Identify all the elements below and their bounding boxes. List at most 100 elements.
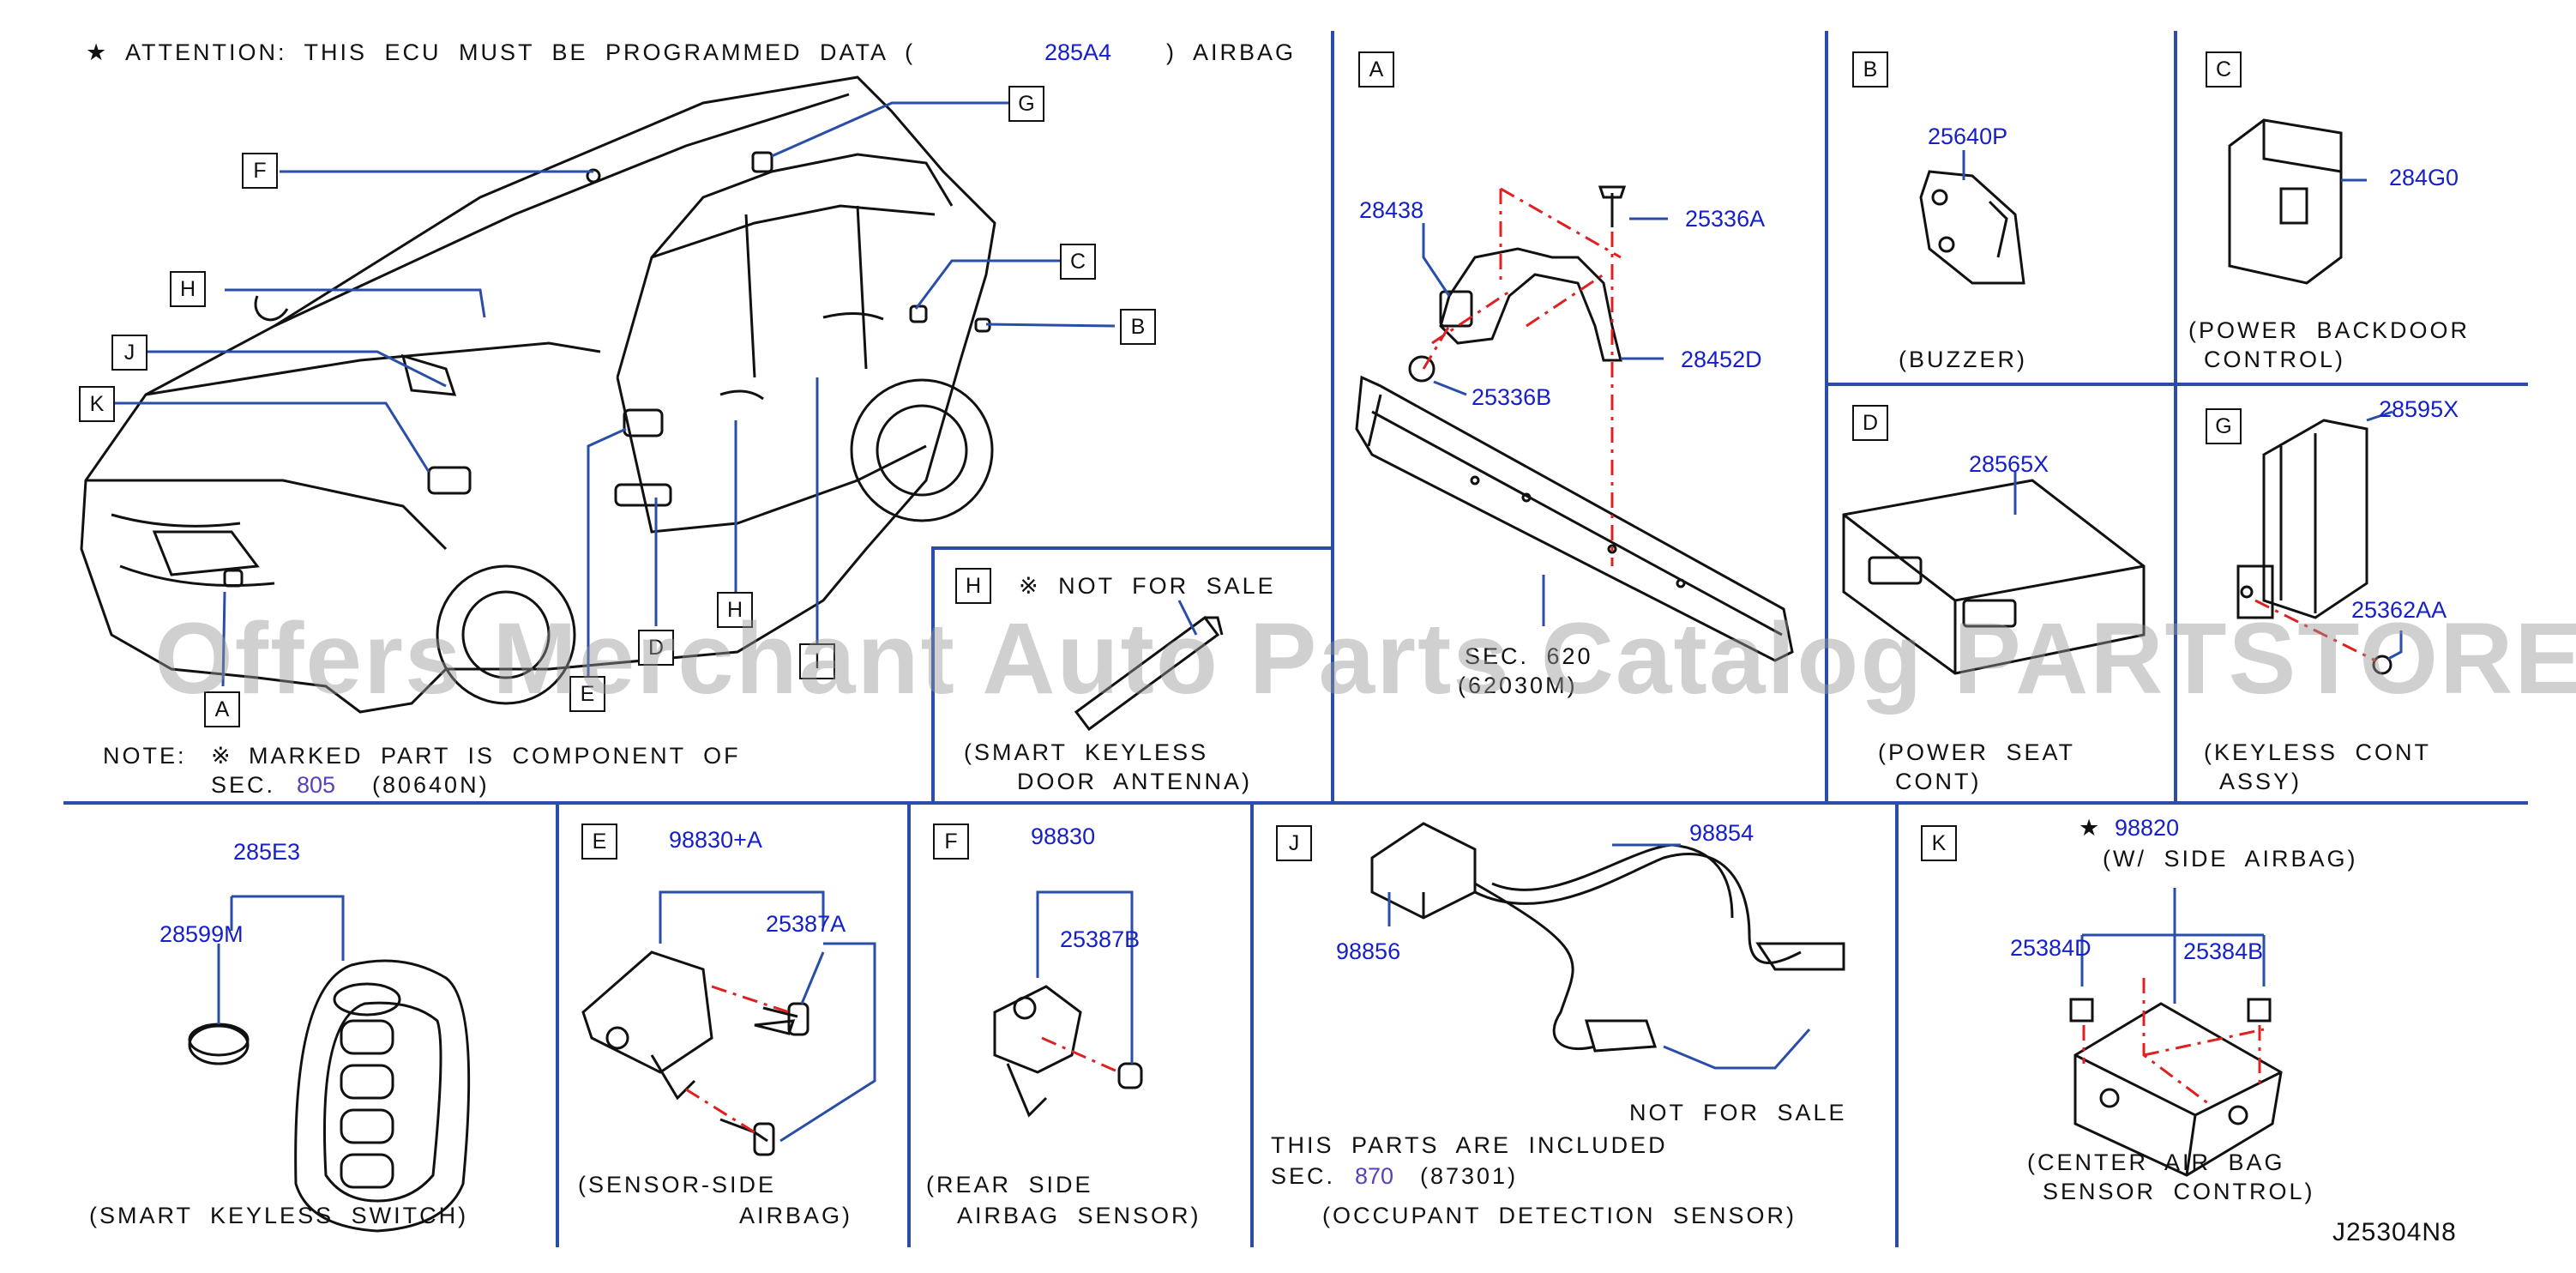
panel-c-caption-1: (POWER BACKDOOR	[2188, 317, 2471, 343]
panel-d-caption-1: (POWER SEAT	[1878, 739, 2076, 765]
panel-g-caption-1: (KEYLESS CONT	[2204, 739, 2432, 765]
panel-f-caption-2: AIRBAG SENSOR)	[957, 1203, 1201, 1228]
part-98856[interactable]: 98856	[1336, 938, 1401, 964]
divider-b-c	[2174, 31, 2177, 803]
panel-d-module	[1842, 472, 2146, 675]
panel-b-caption: (BUZZER)	[1899, 347, 2027, 372]
callout-b[interactable]: B	[1120, 309, 1156, 345]
vehicle-illustration	[80, 75, 996, 714]
panel-j-sec-number[interactable]: 870	[1355, 1163, 1394, 1189]
part-28565x[interactable]: 28565X	[1969, 451, 2049, 477]
part-25387a[interactable]: 25387A	[766, 911, 846, 937]
panel-k-module	[2069, 888, 2283, 1177]
panel-e-caption-2: AIRBAG)	[739, 1203, 853, 1228]
part-25362aa[interactable]: 25362AA	[2351, 597, 2447, 623]
part-285e3[interactable]: 285E3	[233, 839, 301, 865]
attention-text: ATTENTION: THIS ECU MUST BE PROGRAMMED D…	[125, 39, 916, 65]
panel-k-caption-1: (CENTER AIR BAG	[2027, 1149, 2285, 1175]
panel-j-sec-code: (87301)	[1420, 1163, 1519, 1189]
part-98830[interactable]: 98830	[1031, 824, 1096, 849]
panel-j-label: J	[1276, 825, 1312, 861]
panel-b-label: B	[1852, 51, 1888, 87]
panel-a-sec-code: (62030M)	[1458, 673, 1578, 698]
panel-a-label: A	[1358, 51, 1394, 87]
part-28452d[interactable]: 28452D	[1681, 347, 1762, 372]
panel-d-label: D	[1852, 405, 1888, 441]
callout-a[interactable]: A	[204, 691, 240, 727]
panel-j-not-for-sale: NOT FOR SALE	[1629, 1100, 1847, 1125]
panel-c-label: C	[2206, 51, 2242, 87]
part-98830-a[interactable]: 98830+A	[669, 827, 762, 853]
part-28599m[interactable]: 28599M	[159, 921, 244, 947]
panel-f-label: F	[933, 824, 969, 860]
panel-g-caption-2: ASSY)	[2219, 769, 2302, 794]
callout-f[interactable]: F	[242, 153, 278, 189]
callout-e[interactable]: E	[569, 676, 605, 712]
panel-a-parts	[1355, 185, 1794, 662]
watermark: Offers Merchant Auto Parts Catalog PARTS…	[154, 602, 2576, 715]
attention-part-number[interactable]: 285A4	[1044, 39, 1112, 65]
note-sec-label: SEC.	[211, 772, 276, 798]
part-284g0[interactable]: 284G0	[2389, 165, 2459, 190]
part-28595x[interactable]: 28595X	[2379, 396, 2459, 422]
panel-h-caption-1: (SMART KEYLESS	[964, 739, 1209, 765]
callout-g[interactable]: G	[1008, 86, 1044, 122]
panel-g-module	[2236, 410, 2403, 675]
part-25336b[interactable]: 25336B	[1472, 384, 1552, 410]
panel-j-caption: (OCCUPANT DETECTION SENSOR)	[1322, 1203, 1797, 1228]
panel-a-sec-label: SEC. 620	[1465, 643, 1593, 669]
panel-j-harness	[1370, 822, 1845, 1070]
note-text: MARKED PART IS COMPONENT OF	[249, 743, 741, 769]
callout-d[interactable]: D	[638, 630, 674, 666]
part-98820[interactable]: 98820	[2115, 815, 2180, 841]
divider-j-k	[1895, 801, 1899, 1247]
divider-f-j	[1250, 801, 1254, 1247]
panel-d-caption-2: CONT)	[1895, 769, 1982, 794]
note-sec-code: (80640N)	[372, 772, 490, 798]
divider-key-e	[556, 801, 559, 1247]
attention-star: ★	[86, 39, 110, 65]
panel-h-note: ※ NOT FOR SALE	[1019, 573, 1276, 599]
smart-key-drawing	[188, 895, 471, 1233]
divider-bc-dg	[1825, 383, 2528, 386]
panel-e-label: E	[581, 824, 617, 860]
divider-main-a	[1331, 31, 1334, 803]
callout-i[interactable]: I	[799, 643, 835, 679]
panel-k-label: K	[1921, 825, 1957, 861]
panel-f-caption-1: (REAR SIDE	[926, 1172, 1093, 1198]
callout-c[interactable]: C	[1060, 244, 1096, 280]
callout-h-door[interactable]: H	[717, 592, 753, 628]
panel-h-caption-2: DOOR ANTENNA)	[1017, 769, 1253, 794]
part-25336a[interactable]: 25336A	[1685, 206, 1766, 232]
divider-h-left	[931, 546, 935, 804]
part-25640p[interactable]: 25640P	[1928, 124, 2008, 149]
panel-k-subtitle: (W/ SIDE AIRBAG)	[2103, 846, 2358, 872]
part-98854[interactable]: 98854	[1689, 820, 1754, 846]
divider-h-top	[931, 546, 1331, 550]
divider-e-f	[907, 801, 911, 1247]
diagram-id: J25304N8	[2332, 1218, 2457, 1246]
panel-c-caption-2: CONTROL)	[2204, 347, 2345, 372]
panel-j-included-text: THIS PARTS ARE INCLUDED	[1271, 1132, 1668, 1158]
panel-e-caption-1: (SENSOR-SIDE	[578, 1172, 777, 1198]
part-25387b[interactable]: 25387B	[1060, 926, 1141, 952]
part-28438[interactable]: 28438	[1359, 197, 1424, 223]
panel-c-module	[2228, 118, 2367, 285]
callout-h-roof[interactable]: H	[170, 271, 206, 307]
panel-h-antenna	[1074, 600, 1224, 732]
panel-h-label: H	[955, 568, 991, 604]
note-prefix: NOTE:	[103, 743, 187, 769]
part-25384b[interactable]: 25384B	[2183, 938, 2264, 964]
divider-row2	[63, 801, 2528, 805]
callout-k[interactable]: K	[79, 386, 115, 422]
panel-j-sec-label: SEC.	[1271, 1163, 1336, 1189]
callout-j[interactable]: J	[111, 335, 147, 371]
divider-a-b	[1825, 31, 1828, 803]
panel-f-sensor	[993, 890, 1143, 1118]
attention-tail: ) AIRBAG	[1166, 39, 1297, 65]
panel-k-caption-2: SENSOR CONTROL)	[2043, 1179, 2315, 1204]
part-25384d[interactable]: 25384D	[2010, 935, 2091, 961]
panel-b-buzzer	[1919, 150, 2025, 285]
note-sec-number[interactable]: 805	[297, 772, 336, 798]
